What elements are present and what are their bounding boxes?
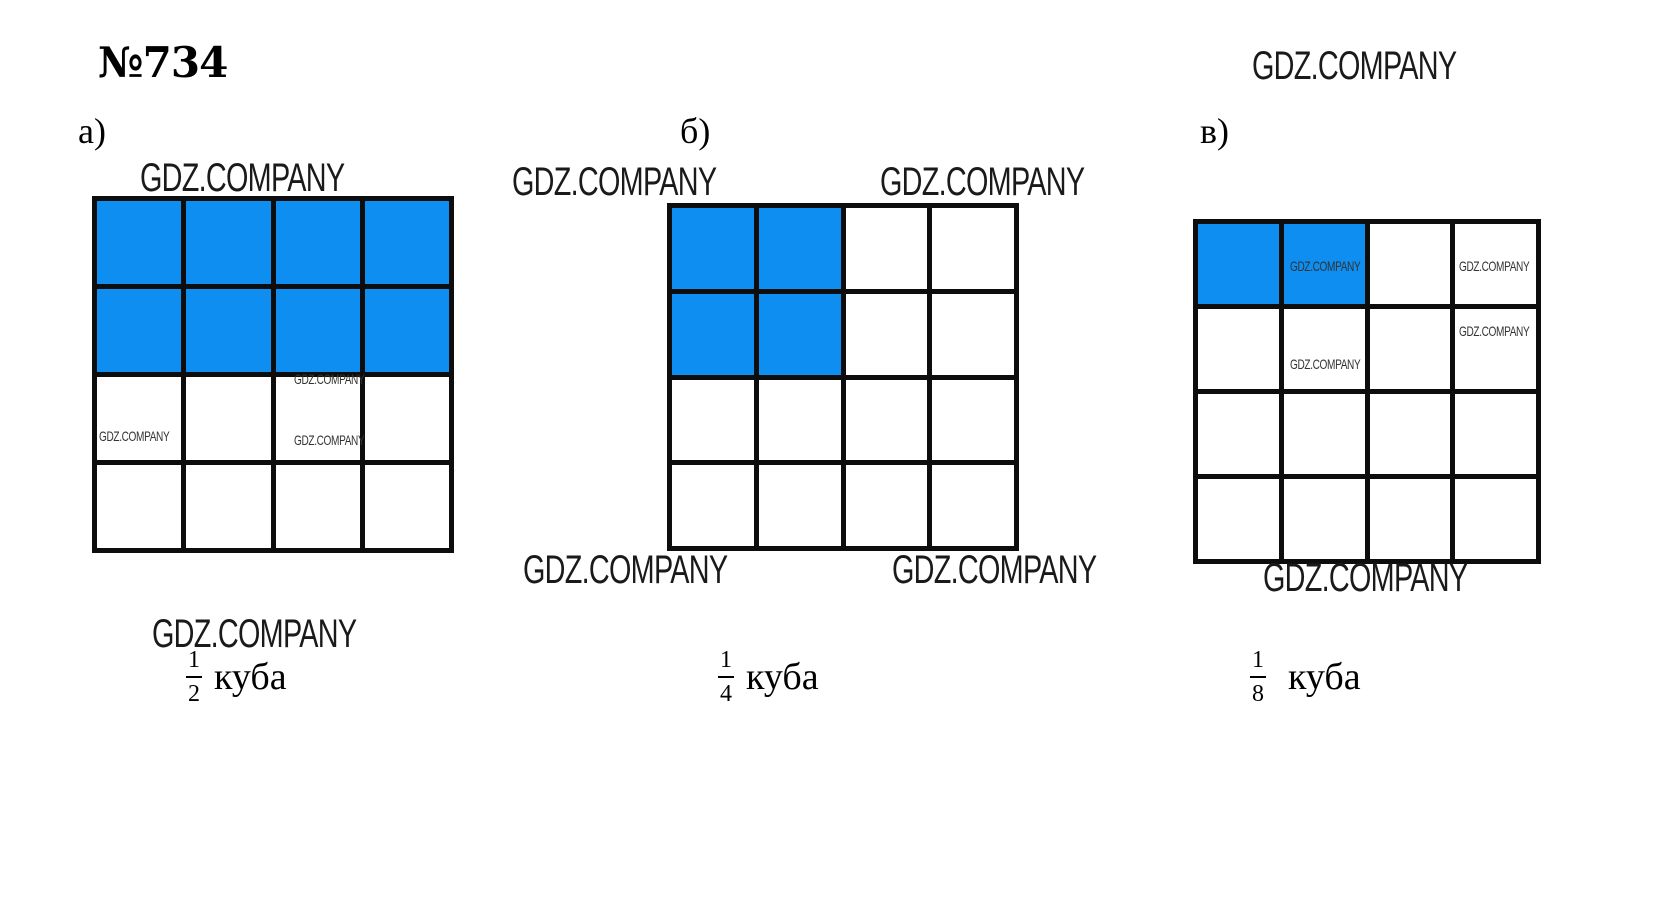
grid-cell-shaded [364,289,449,372]
grid-cell [1198,394,1279,474]
fraction-numerator: 1 [718,648,734,678]
caption-word: куба [1288,656,1361,698]
grid-cell [364,465,449,548]
watermark: GDZ.COMPANY [1252,44,1457,88]
grid-a [92,196,454,553]
fraction: 1 8 [1250,648,1266,706]
grid-cell-shaded [758,208,841,289]
grid-cell-shaded [758,293,841,375]
fraction: 1 2 [186,648,202,706]
caption-c: 1 8 куба [1250,648,1361,706]
fraction-denominator: 4 [720,681,732,707]
grid-c [1193,219,1541,564]
caption-word: куба [746,656,819,698]
watermark: GDZ.COMPANY [1263,556,1468,600]
grid-cell-shaded [672,208,754,289]
grid-cell-shaded [364,201,449,284]
grid-cell [845,293,928,375]
grid-cell [275,377,360,460]
watermark: GDZ.COMPANY [294,371,365,387]
problem-number: №734 [98,38,228,87]
caption-b: 1 4 куба [718,648,819,706]
grid-cell [1198,479,1279,559]
grid-cell-shaded [1283,224,1365,304]
grid-cell-shaded [672,293,754,375]
grid-cell [1283,309,1365,389]
grid-cell [97,465,182,548]
grid-cell [672,379,754,461]
grid-cell-shaded [97,201,182,284]
grid-cell [932,293,1014,375]
grid-cell [1369,479,1451,559]
grid-cell [845,465,928,546]
watermark: GDZ.COMPANY [1290,258,1361,274]
watermark: GDZ.COMPANY [512,160,717,204]
grid-cell [186,465,271,548]
grid-cell [845,208,928,289]
grid-cell [1369,224,1451,304]
grid-cell [1369,309,1451,389]
grid-cell [845,379,928,461]
grid-cell [1198,309,1279,389]
grid-cell [186,377,271,460]
grid-cell [1455,394,1536,474]
watermark: GDZ.COMPANY [1459,258,1530,274]
grid-cell-shaded [275,289,360,372]
grid-cell-shaded [97,289,182,372]
grid-cell-shaded [186,201,271,284]
caption-a: 1 2 куба [186,648,287,706]
watermark: GDZ.COMPANY [152,612,357,656]
grid-cell [932,379,1014,461]
panel-label-c: в) [1200,111,1229,151]
fraction-denominator: 8 [1252,681,1264,707]
grid-cell-shaded [275,201,360,284]
grid-cell [1455,309,1536,389]
fraction-denominator: 2 [188,681,200,707]
grid-cell [1455,224,1536,304]
grid-cell [97,377,182,460]
fraction-numerator: 1 [1250,648,1266,678]
grid-cell [364,377,449,460]
watermark: GDZ.COMPANY [1290,356,1361,372]
watermark: GDZ.COMPANY [1459,323,1530,339]
watermark: GDZ.COMPANY [294,432,365,448]
grid-cell-shaded [186,289,271,372]
grid-cell [1369,394,1451,474]
grid-cell [1283,394,1365,474]
grid-cell [758,379,841,461]
caption-word: куба [214,656,287,698]
fraction: 1 4 [718,648,734,706]
watermark: GDZ.COMPANY [140,156,345,200]
grid-cell [932,208,1014,289]
grid-cell [275,465,360,548]
grid-cell [1455,479,1536,559]
grid-b [667,203,1019,551]
grid-cell [1283,479,1365,559]
panel-label-a: а) [78,111,106,151]
watermark: GDZ.COMPANY [99,428,170,444]
grid-cell-shaded [1198,224,1279,304]
grid-cell [672,465,754,546]
watermark: GDZ.COMPANY [880,160,1085,204]
watermark: GDZ.COMPANY [523,548,728,592]
panel-label-b: б) [680,111,711,151]
fraction-numerator: 1 [186,648,202,678]
grid-cell [932,465,1014,546]
watermark: GDZ.COMPANY [892,548,1097,592]
grid-cell [758,465,841,546]
